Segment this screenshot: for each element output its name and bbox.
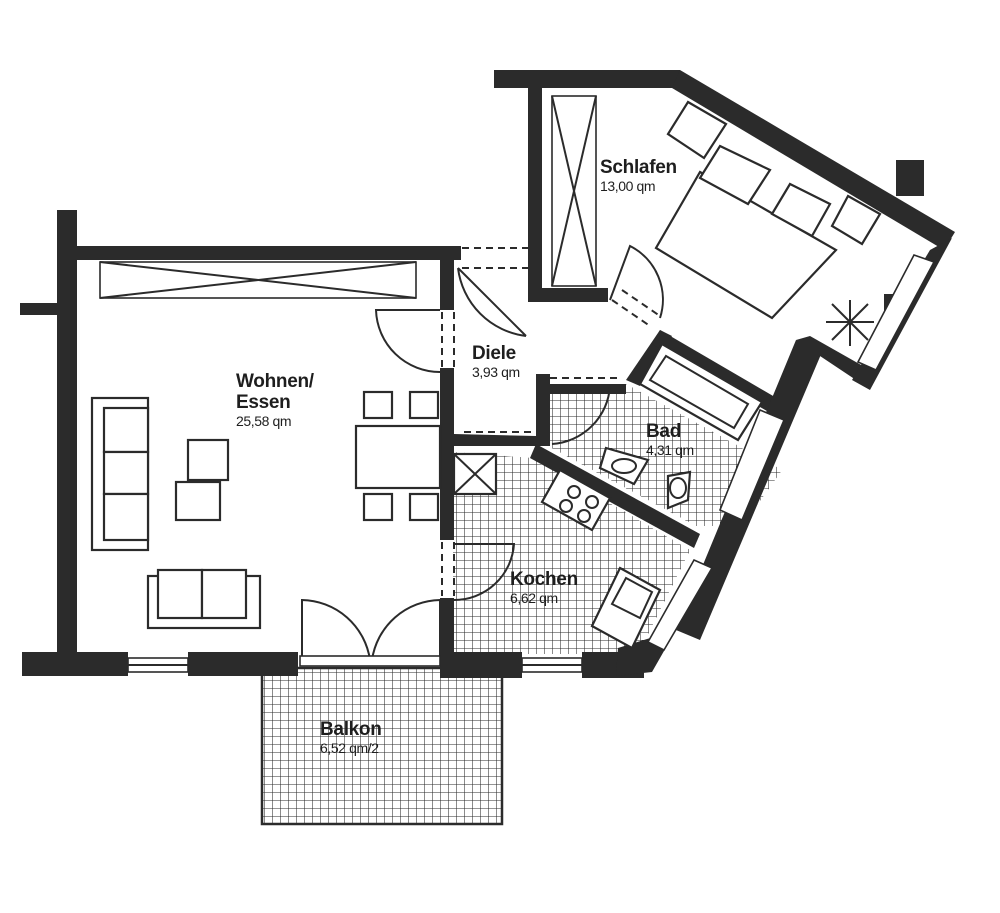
room-area: 25,58 qm <box>236 412 292 429</box>
balkon-floor <box>260 666 504 826</box>
plant-icon <box>826 300 874 346</box>
room-area: 6,52 qm/2 <box>320 739 379 756</box>
room-label-kochen: Kochen 6,62 qm <box>510 569 578 606</box>
bad-floor <box>548 384 782 526</box>
room-area: 13,00 qm <box>600 177 656 194</box>
room-name: Balkon <box>320 719 382 740</box>
room-label-schlafen: Schlafen 13,00 qm <box>600 157 677 194</box>
living-furniture <box>90 390 442 630</box>
room-name: Kochen <box>510 569 578 590</box>
room-name: Bad <box>646 421 681 442</box>
room-area: 6,62 qm <box>510 589 558 606</box>
room-name: Schlafen <box>600 157 677 178</box>
doors <box>299 244 664 667</box>
kitchen-fixtures <box>452 452 662 650</box>
bedroom-furniture <box>654 100 882 346</box>
room-label-wohnen: Wohnen/ Essen 25,58 qm <box>236 371 314 429</box>
room-label-diele: Diele 3,93 qm <box>472 343 520 380</box>
room-name: Wohnen/ Essen <box>236 371 314 413</box>
room-label-bad: Bad 4,31 qm <box>646 421 694 458</box>
room-name: Diele <box>472 343 516 364</box>
room-area: 4,31 qm <box>646 441 694 458</box>
room-label-balkon: Balkon 6,52 qm/2 <box>320 719 382 756</box>
room-area: 3,93 qm <box>472 363 520 380</box>
bath-fixtures <box>598 342 764 510</box>
windows <box>99 95 936 673</box>
